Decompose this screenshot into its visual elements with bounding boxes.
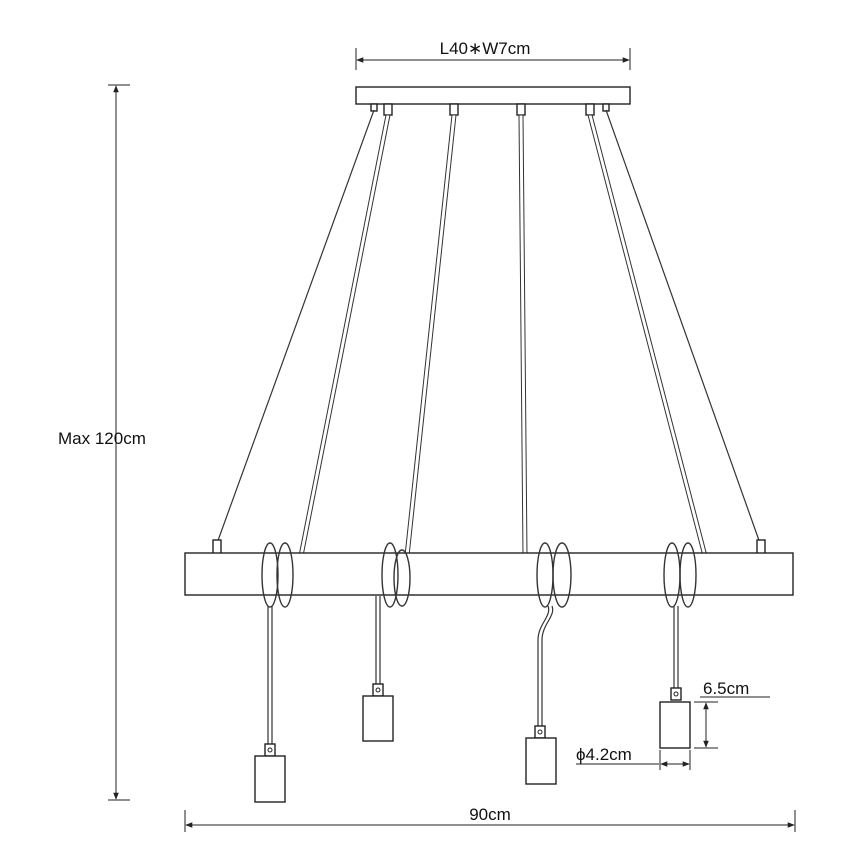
- socket-diameter-label: ϕ4.2cm: [576, 745, 632, 764]
- max-height-dimension: Max 120cm: [58, 84, 146, 801]
- socket-diameter-dimension: ϕ4.2cm: [576, 745, 691, 770]
- wooden-beam: [184, 539, 794, 596]
- lamp-socket-3: [525, 725, 557, 785]
- power-cords-lower: [267, 596, 679, 744]
- lamp-socket-1: [254, 743, 286, 803]
- power-cords-upper: [298, 114, 708, 557]
- ceiling-canopy: [355, 86, 631, 116]
- cord-coils: [261, 542, 697, 608]
- max-height-label: Max 120cm: [58, 429, 146, 448]
- total-width-dimension: 90cm: [184, 805, 796, 832]
- socket-height-dimension: 6.5cm: [694, 679, 770, 749]
- total-width-label: 90cm: [469, 805, 511, 824]
- socket-height-label: 6.5cm: [703, 679, 749, 698]
- canopy-size-label: L40∗W7cm: [440, 39, 531, 58]
- lamp-socket-4: [659, 687, 691, 749]
- lamp-socket-2: [362, 683, 394, 742]
- suspension-cables: [215, 109, 762, 547]
- canopy-dimension: L40∗W7cm: [355, 39, 631, 70]
